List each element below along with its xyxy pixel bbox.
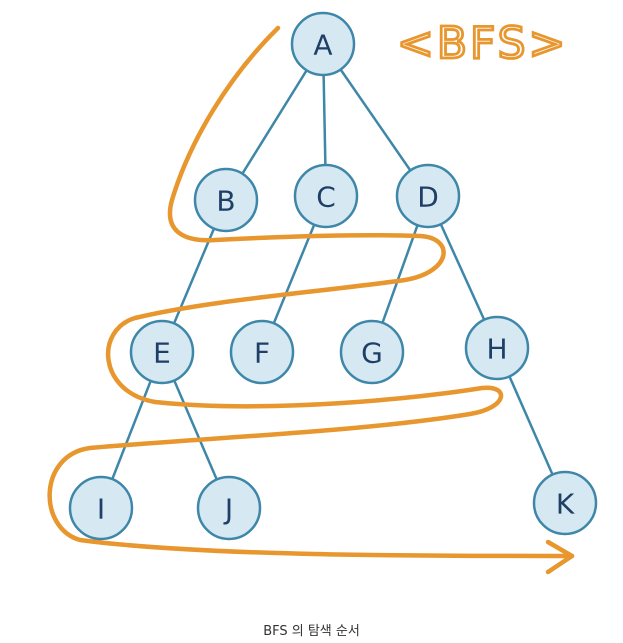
node-label: D: [417, 181, 439, 214]
node-i: I: [68, 475, 134, 541]
node-circle: [68, 475, 134, 541]
bfs-tree-diagram: <BFS> A B C D E F G H I J K: [47, 11, 598, 575]
node-circle: [293, 163, 359, 229]
node-h: H: [464, 315, 530, 381]
node-label: E: [153, 337, 171, 370]
node-circle: [129, 319, 195, 385]
arrowhead-icon: [545, 539, 575, 575]
node-label: F: [254, 337, 270, 370]
node-label: B: [216, 185, 235, 218]
node-circle: [339, 319, 405, 385]
node-circle: [290, 11, 356, 77]
edges-layer: [99, 42, 567, 510]
node-d: D: [395, 163, 461, 229]
node-label: G: [361, 337, 383, 370]
node-label: K: [556, 488, 575, 521]
node-circle: [193, 167, 259, 233]
node-label: C: [316, 181, 336, 214]
node-label: A: [313, 29, 332, 62]
node-a: A: [290, 11, 356, 77]
node-circle: [395, 163, 461, 229]
bfs-traversal-path: [47, 25, 575, 559]
node-circle: [532, 470, 598, 536]
node-j: J: [196, 475, 262, 541]
node-circle: [229, 319, 295, 385]
node-e: E: [129, 319, 195, 385]
node-f: F: [229, 319, 295, 385]
diagram-title: <BFS>: [397, 18, 568, 69]
node-label: I: [97, 493, 105, 526]
nodes-layer: A B C D E F G H I J K: [68, 11, 598, 541]
node-k: K: [532, 470, 598, 536]
node-label: J: [223, 493, 233, 526]
node-circle: [196, 475, 262, 541]
node-circle: [464, 315, 530, 381]
node-g: G: [339, 319, 405, 385]
node-label: H: [486, 333, 507, 366]
node-c: C: [293, 163, 359, 229]
diagram-caption: BFS 의 탐색 순서: [263, 624, 360, 639]
node-b: B: [193, 167, 259, 233]
